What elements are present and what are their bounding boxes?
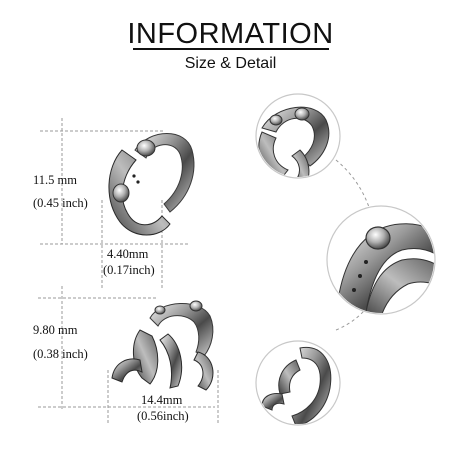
page-subtitle: Size & Detail [184,55,277,72]
title-underline [133,48,329,50]
bottom-ring-guides [38,286,219,425]
bottom-ring-width-inch: (0.56inch) [137,409,189,423]
top-ring-width-inch: (0.17inch) [103,263,155,277]
page-title: INFORMATION [127,18,334,50]
bottom-ring-image [111,300,214,391]
top-ring-height-inch: (0.45 inch) [33,196,88,210]
bottom-ring-height-mm: 9.80 mm [33,323,78,337]
top-ring-height-mm: 11.5 mm [33,173,77,187]
top-ring-guides [40,118,190,290]
top-ring-image [108,133,195,236]
connector-line [335,159,371,211]
bottom-ring-width-mm: 14.4mm [141,393,183,407]
top-ring-width-mm: 4.40mm [107,247,149,261]
bottom-ring-height-inch: (0.38 inch) [33,347,88,361]
detail-circle-eye [326,205,436,315]
detail-circle-head [255,93,341,179]
detail-circle-leg [255,340,341,426]
